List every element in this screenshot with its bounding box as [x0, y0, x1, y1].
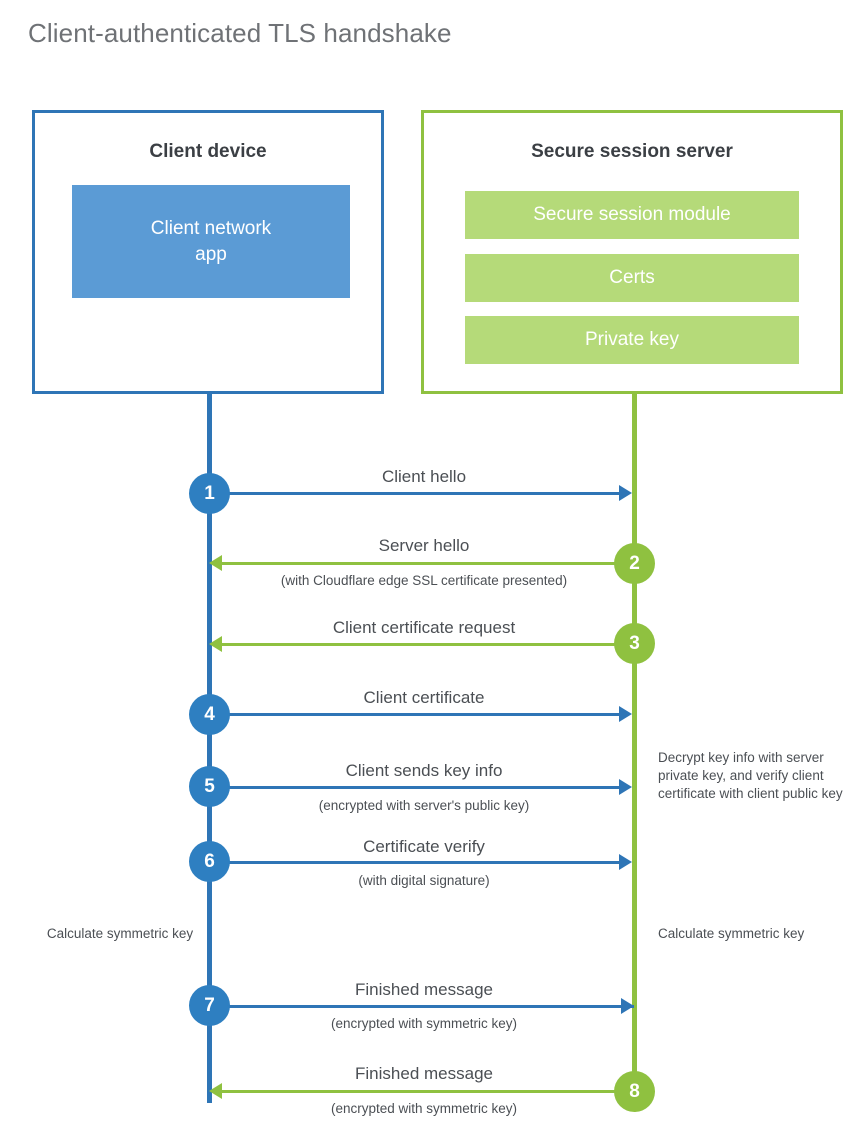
step-8-sublabel: (encrypted with symmetric key)	[330, 1101, 518, 1116]
step-3-label: Client certificate request	[332, 618, 516, 637]
step-1-arrow-head	[619, 485, 632, 501]
client-lifeline	[207, 393, 212, 1103]
step-5-arrow-head	[619, 779, 632, 795]
step-2-arrow-line	[222, 562, 632, 565]
step-4-badge[interactable]: 4	[189, 694, 230, 735]
client-app-label-line2: app	[195, 243, 227, 265]
step-number: 2	[629, 552, 640, 574]
server-calculate-symmetric-key-note: Calculate symmetric key	[658, 926, 805, 941]
step-number: 5	[204, 775, 215, 797]
step-2-sublabel: (with Cloudflare edge SSL certificate pr…	[280, 573, 568, 588]
step-8-label: Finished message	[355, 1064, 493, 1083]
step-number: 8	[629, 1080, 640, 1102]
step-5-arrow-line	[209, 786, 619, 789]
step-6-label: Certificate verify	[363, 837, 485, 856]
step-8-badge[interactable]: 8	[614, 1071, 655, 1112]
server-block-secure-session-module: Secure session module	[465, 191, 799, 239]
step-5-label: Client sends key info	[345, 761, 503, 780]
step-7-badge[interactable]: 7	[189, 985, 230, 1026]
step-number: 6	[204, 850, 215, 872]
secure-session-server-box: Secure session server Secure session mod…	[421, 110, 843, 394]
step-7-label: Finished message	[355, 980, 493, 999]
server-lifeline	[632, 393, 637, 1093]
step-4-arrow-line	[209, 713, 619, 716]
step-7-arrow-head	[621, 998, 634, 1014]
step-2-arrow-head	[209, 555, 222, 571]
server-block-certs: Certs	[465, 254, 799, 302]
step-6-sublabel: (with digital signature)	[358, 873, 490, 888]
server-block-label: Certs	[609, 267, 655, 288]
step-5-badge[interactable]: 5	[189, 766, 230, 807]
step-2-label: Server hello	[378, 536, 470, 555]
step-number: 7	[204, 994, 215, 1016]
step-3-badge[interactable]: 3	[614, 623, 655, 664]
server-block-label: Secure session module	[533, 204, 731, 225]
step-5-sublabel: (encrypted with server's public key)	[318, 798, 530, 813]
step-number: 1	[204, 482, 215, 504]
step-1-badge[interactable]: 1	[189, 473, 230, 514]
client-device-box: Client device Client network app	[32, 110, 384, 394]
step-8-arrow-line	[222, 1090, 632, 1093]
client-calculate-symmetric-key-note: Calculate symmetric key	[46, 926, 194, 941]
step-number: 3	[629, 632, 640, 654]
step-6-badge[interactable]: 6	[189, 841, 230, 882]
server-decrypt-note: Decrypt key info with server private key…	[658, 750, 843, 801]
step-7-sublabel: (encrypted with symmetric key)	[330, 1016, 518, 1031]
step-6-arrow-head	[619, 854, 632, 870]
page-title: Client-authenticated TLS handshake	[28, 18, 452, 48]
step-7-arrow-line	[209, 1005, 634, 1008]
client-device-title: Client device	[149, 141, 267, 162]
step-1-label: Client hello	[381, 467, 467, 486]
step-2-badge[interactable]: 2	[614, 543, 655, 584]
step-4-label: Client certificate	[363, 688, 485, 707]
step-6-arrow-line	[209, 861, 619, 864]
secure-session-server-title: Secure session server	[531, 141, 733, 162]
step-1-arrow-line	[209, 492, 619, 495]
client-network-app-block: Client network app	[72, 185, 350, 298]
client-app-label-line1: Client network	[150, 217, 272, 239]
step-4-arrow-head	[619, 706, 632, 722]
step-3-arrow-line	[222, 643, 632, 646]
server-block-label: Private key	[585, 329, 679, 350]
step-number: 4	[204, 703, 215, 725]
step-3-arrow-head	[209, 636, 222, 652]
server-block-private-key: Private key	[465, 316, 799, 364]
step-8-arrow-head	[209, 1083, 222, 1099]
